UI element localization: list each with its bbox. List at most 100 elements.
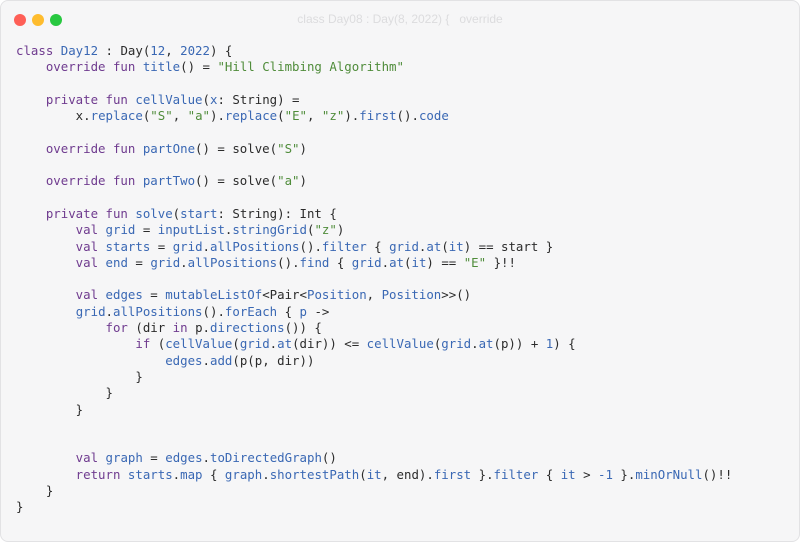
code-line: ​ bbox=[16, 124, 732, 140]
code-token: ). bbox=[344, 108, 360, 124]
zoom-button[interactable] bbox=[50, 14, 62, 26]
code-token: allPositions bbox=[187, 254, 278, 270]
code-token: . bbox=[269, 336, 278, 352]
code-token: title bbox=[142, 59, 181, 75]
code-token: . bbox=[224, 222, 233, 238]
code-line: } bbox=[16, 402, 732, 418]
code-token: at bbox=[389, 254, 405, 270]
code-token: Day12 bbox=[60, 43, 99, 58]
code-line: grid.allPositions().forEach { p -> bbox=[16, 304, 732, 320]
code-token: return bbox=[16, 466, 128, 482]
code-token: ( bbox=[404, 254, 412, 270]
code-token: partTwo bbox=[142, 173, 196, 189]
code-token: ). bbox=[210, 108, 225, 124]
code-token: ( bbox=[433, 336, 442, 352]
code-token: find bbox=[299, 254, 330, 270]
code-token: <Pair< bbox=[262, 287, 307, 303]
code-token: }!! bbox=[486, 254, 516, 270]
code-token: at bbox=[426, 238, 442, 254]
code-token: , bbox=[307, 108, 322, 124]
code-token: val bbox=[16, 450, 106, 466]
code-token: at bbox=[478, 336, 494, 352]
code-token: ) { bbox=[553, 336, 576, 352]
code-line: val grid = inputList.stringGrid("z") bbox=[16, 222, 732, 238]
code-line: class Day12 : Day(12, 2022) { bbox=[16, 43, 732, 59]
code-token: first bbox=[433, 466, 472, 482]
code-token: minOrNull bbox=[635, 466, 703, 482]
code-token: Position bbox=[306, 287, 367, 303]
code-token: ( bbox=[142, 108, 151, 124]
code-token: if bbox=[16, 336, 158, 352]
code-token: p bbox=[299, 303, 307, 319]
code-line: ​ bbox=[16, 418, 732, 434]
code-line: override fun partOne() = solve("S") bbox=[16, 141, 732, 157]
minimize-button[interactable] bbox=[32, 14, 44, 26]
close-button[interactable] bbox=[14, 14, 26, 26]
code-line: val graph = edges.toDirectedGraph() bbox=[16, 450, 732, 466]
code-token: ) == bbox=[426, 254, 464, 270]
code-token: stringGrid bbox=[232, 222, 307, 238]
code-token: () = bbox=[180, 59, 218, 75]
code-token bbox=[16, 304, 76, 319]
code-token: 1 bbox=[545, 336, 554, 352]
code-token: grid bbox=[172, 238, 203, 254]
code-token: = bbox=[127, 254, 151, 270]
code-token: . bbox=[381, 254, 390, 270]
code-line: x.replace("S", "a").replace("E", "z").fi… bbox=[16, 108, 732, 124]
code-token: } bbox=[16, 401, 84, 417]
code-token: edges bbox=[105, 287, 143, 303]
code-token: x bbox=[209, 91, 218, 107]
code-token: (). bbox=[202, 303, 225, 319]
code-token: = bbox=[142, 450, 166, 466]
code-token: add bbox=[209, 352, 233, 368]
code-token: { bbox=[538, 466, 561, 482]
code-token: inputList bbox=[157, 222, 225, 238]
code-token: toDirectedGraph bbox=[210, 450, 322, 466]
code-token: : Day( bbox=[98, 43, 151, 58]
code-line: ​ bbox=[16, 76, 732, 92]
code-token: ()) { bbox=[284, 320, 322, 336]
window-title: class Day08 : Day(8, 2022) { override bbox=[297, 12, 503, 26]
code-token: allPositions bbox=[113, 303, 203, 319]
code-token: val bbox=[16, 287, 106, 303]
code-token: "Hill Climbing Algorithm" bbox=[217, 59, 404, 75]
code-token: replace bbox=[90, 108, 143, 124]
code-token: grid bbox=[389, 238, 419, 254]
code-line: } bbox=[16, 499, 732, 515]
code-token: . bbox=[105, 303, 113, 319]
code-token: "E" bbox=[284, 108, 307, 124]
code-token: x. bbox=[16, 108, 91, 124]
code-token: grid bbox=[105, 222, 136, 238]
code-token: () bbox=[321, 450, 337, 466]
code-token: grid bbox=[75, 303, 106, 319]
code-line: for (dir in p.directions()) { bbox=[16, 320, 732, 336]
code-token: () = solve( bbox=[195, 140, 278, 156]
code-token: private fun bbox=[16, 91, 136, 107]
code-token: forEach bbox=[224, 303, 278, 319]
code-line: override fun title() = "Hill Climbing Al… bbox=[16, 59, 732, 75]
code-token: , bbox=[165, 43, 181, 58]
code-token: . bbox=[262, 466, 270, 482]
code-line: val edges = mutableListOf<Pair<Position,… bbox=[16, 287, 732, 303]
code-token: ( bbox=[441, 238, 449, 254]
code-token: it bbox=[448, 238, 464, 254]
code-token: grid bbox=[239, 336, 270, 352]
code-token: starts bbox=[105, 238, 151, 254]
code-token: 2022 bbox=[180, 43, 210, 58]
code-token: ( bbox=[277, 108, 285, 124]
code-token: . bbox=[172, 466, 181, 482]
code-token: start bbox=[180, 205, 218, 221]
code-token: > bbox=[575, 466, 599, 482]
code-token: graph bbox=[224, 466, 263, 482]
code-token: allPositions bbox=[210, 238, 300, 254]
code-token: p. bbox=[195, 320, 210, 336]
code-token: "E" bbox=[463, 254, 487, 270]
code-token: cellValue bbox=[165, 336, 233, 352]
code-token: { bbox=[277, 303, 300, 319]
code-token: (). bbox=[277, 254, 300, 270]
code-token: () = solve( bbox=[195, 173, 278, 189]
code-token: at bbox=[277, 336, 293, 352]
code-token: . bbox=[202, 450, 211, 466]
code-line: ​ bbox=[16, 157, 732, 173]
